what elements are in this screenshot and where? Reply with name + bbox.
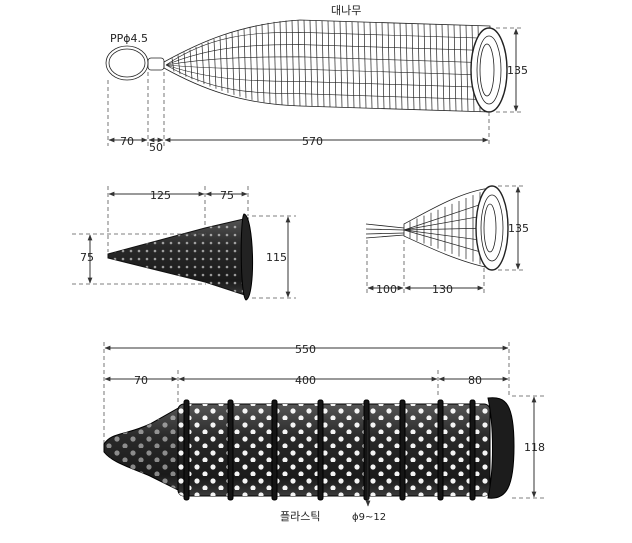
pp-ring [105, 45, 149, 81]
funnel-drawing [107, 213, 254, 301]
dim-plastic-middle: 400 [295, 374, 316, 387]
plastic-material-label: 플라스틱 [280, 510, 320, 523]
bamboo-material-label: 대나무 [331, 4, 361, 17]
dim-neck-width: 50 [149, 141, 163, 154]
dim-funnel-tip-height: 75 [80, 251, 94, 264]
dim-plastic-height: 118 [524, 441, 545, 454]
dim-ring-width: 70 [120, 135, 134, 148]
dim-funnel-mouth-height: 115 [266, 251, 287, 264]
dim-bamboo-height: 135 [507, 64, 528, 77]
trap-neck [147, 57, 165, 71]
small-cone-drawing [365, 185, 509, 271]
dim-funnel-length-b: 75 [220, 189, 234, 202]
pp-ring-label: PPϕ4.5 [110, 32, 148, 45]
dim-plastic-tail: 80 [468, 374, 482, 387]
dim-plastic-head: 70 [134, 374, 148, 387]
dim-funnel-length-a: 125 [150, 189, 171, 202]
bamboo-trap-drawing [105, 19, 508, 113]
plastic-trap-drawing [103, 397, 515, 501]
dim-small-height: 135 [508, 222, 529, 235]
dim-small-lead: 100 [376, 283, 397, 296]
small-cone-opening [475, 185, 509, 271]
funnel-rim [240, 213, 254, 301]
dim-small-body: 130 [432, 283, 453, 296]
dim-body-length: 570 [302, 135, 323, 148]
dim-plastic-total: 550 [295, 343, 316, 356]
plastic-end-flange [487, 397, 515, 499]
bamboo-opening [470, 27, 508, 113]
hole-size-label: ϕ9~12 [352, 512, 386, 523]
